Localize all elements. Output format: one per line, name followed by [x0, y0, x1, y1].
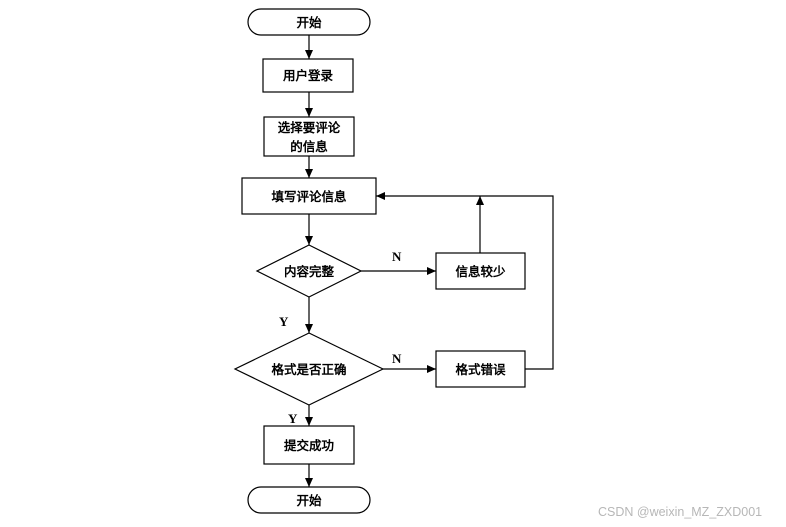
too-little-label: 信息较少	[455, 263, 506, 279]
submit-box	[263, 425, 355, 465]
login-label: 用户登录	[282, 68, 333, 83]
fill-box	[241, 177, 377, 215]
format-error-label: 格式错误	[455, 361, 506, 377]
select-label-line2: 的信息	[290, 138, 328, 154]
select-label: 选择要评论 的信息	[264, 117, 354, 156]
submit-label: 提交成功	[283, 437, 334, 453]
format-no-label: N	[392, 351, 402, 366]
complete-no-label: N	[392, 249, 402, 264]
arrow-format-error-loop	[376, 192, 554, 370]
end-label: 开始	[296, 492, 322, 508]
select-label-line1: 选择要评论	[277, 119, 341, 135]
fill-label: 填写评论信息	[271, 188, 347, 204]
start-label: 开始	[296, 14, 322, 30]
format-yes-label: Y	[288, 411, 298, 426]
complete-yes-label: Y	[279, 314, 289, 329]
complete-label: 内容完整	[283, 263, 334, 279]
login-box	[262, 58, 354, 93]
watermark: CSDN @weixin_MZ_ZXD001	[598, 505, 763, 519]
format-label: 格式是否正确	[271, 361, 347, 377]
